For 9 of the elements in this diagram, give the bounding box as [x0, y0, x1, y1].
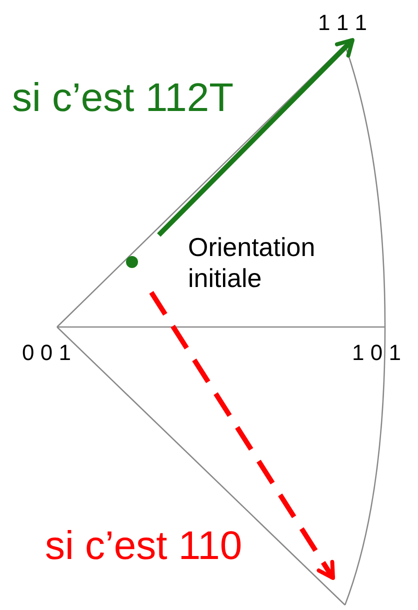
vertex-label: 1 0 1	[352, 342, 401, 364]
edge-label: si c’est 110	[45, 526, 242, 566]
edge-label: si c’est 112T	[12, 78, 234, 118]
vertex-label: 0 0 1	[22, 342, 71, 364]
vertex-label: 1 1 1	[318, 12, 367, 34]
orientation-dot	[126, 256, 138, 268]
arrow	[149, 291, 336, 580]
node-caption: Orientation initiale	[188, 232, 316, 294]
arrow	[157, 38, 354, 237]
